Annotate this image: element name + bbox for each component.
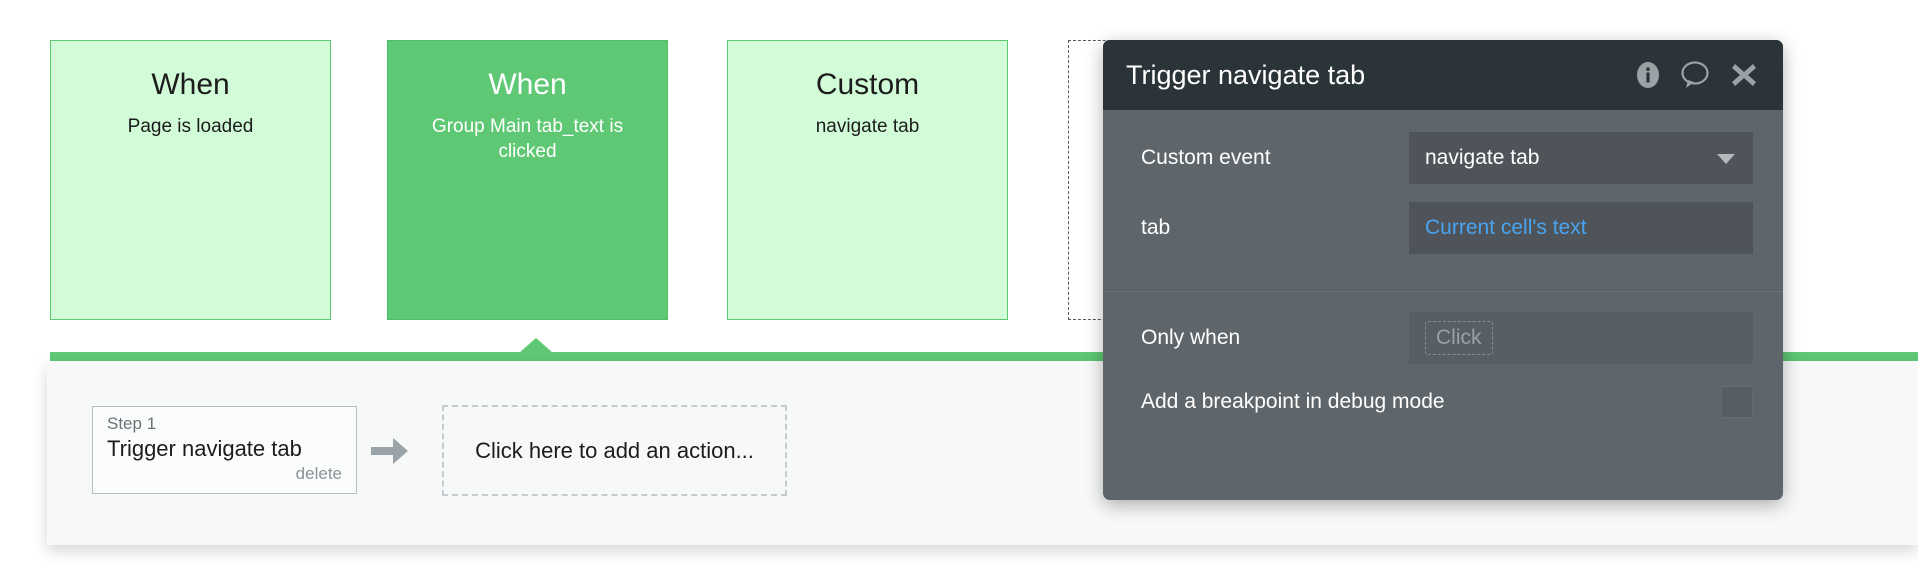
field-row-custom-event: Custom event navigate tab [1141,132,1753,184]
close-icon[interactable] [1727,58,1761,92]
selected-event-bar [50,352,1918,361]
breakpoint-label: Add a breakpoint in debug mode [1141,390,1445,413]
selected-event-caret-icon [519,338,553,353]
info-icon[interactable] [1631,58,1665,92]
event-card-custom-navigate-tab[interactable]: Custom navigate tab [727,40,1008,320]
event-card-page-loaded[interactable]: When Page is loaded [50,40,331,320]
comment-icon[interactable] [1679,58,1713,92]
event-card-group-main-tab-text-clicked[interactable]: When Group Main tab_text is clicked [387,40,668,320]
add-action-label: Click here to add an action... [475,437,754,463]
field-row-tab: tab Current cell's text [1141,202,1753,254]
tab-label: tab [1141,216,1171,239]
custom-event-label: Custom event [1141,146,1271,169]
event-card-subtitle: Page is loaded [127,116,254,137]
custom-event-dropdown[interactable]: navigate tab [1409,132,1753,184]
arrow-right-icon [369,433,411,469]
add-action-button[interactable]: Click here to add an action... [442,405,787,496]
step-number-label: Step 1 [107,414,157,433]
event-card-subtitle: navigate tab [815,116,920,137]
dialog-fields-section: Custom event navigate tab tab Current ce… [1103,110,1783,286]
event-card-title: Custom [815,68,920,101]
field-row-only-when: Only when Click [1141,312,1753,364]
dialog-header: Trigger navigate tab [1103,40,1783,110]
dialog-section-divider [1103,290,1783,292]
only-when-label: Only when [1141,326,1241,349]
breakpoint-checkbox[interactable] [1721,386,1753,418]
custom-event-value: navigate tab [1425,146,1540,169]
tab-value: Current cell's text [1425,216,1587,239]
only-when-input[interactable]: Click [1409,312,1753,364]
workflow-step-1[interactable]: Step 1 Trigger navigate tab delete [92,406,357,494]
event-card-subtitle: Group Main tab_text is clicked [431,116,624,162]
dialog-conditions-section: Only when Click Add a breakpoint in debu… [1103,292,1783,418]
event-card-title: When [488,68,567,101]
property-editor-dialog: Trigger navigate tab Custom event nav [1103,40,1783,500]
event-card-title: When [151,68,230,101]
step-delete-link[interactable]: delete [295,464,342,483]
chevron-down-icon [1717,154,1735,164]
field-row-breakpoint: Add a breakpoint in debug mode [1141,386,1753,418]
only-when-placeholder: Click [1425,321,1493,355]
step-action-name: Trigger navigate tab [107,436,302,461]
dialog-title: Trigger navigate tab [1126,60,1366,90]
tab-value-input[interactable]: Current cell's text [1409,202,1753,254]
